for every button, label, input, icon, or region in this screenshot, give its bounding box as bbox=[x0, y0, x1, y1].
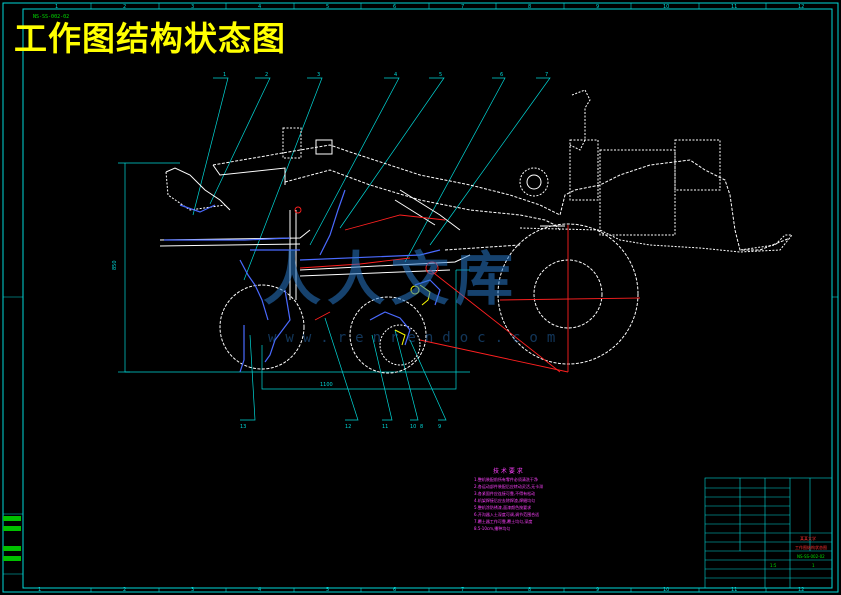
accent-yellow bbox=[394, 284, 431, 346]
zone-bottom-6: 6 bbox=[393, 587, 396, 593]
title-block-drawing-name: 工作图结构状态图 bbox=[795, 545, 827, 550]
tech-requirement-item: 3.各紧固件应连接可靠,不得有松动 bbox=[474, 491, 536, 496]
sheet-code: NS-SS-002-02 bbox=[33, 14, 70, 20]
zone-top-6: 6 bbox=[393, 4, 396, 10]
page-title: 工作图结构状态图 bbox=[14, 19, 286, 58]
zone-top-9: 9 bbox=[596, 4, 599, 10]
callout-9: 9 bbox=[438, 424, 441, 430]
zone-bottom-5: 5 bbox=[326, 587, 329, 593]
zone-bottom-10: 10 bbox=[663, 587, 669, 593]
zone-top-10: 10 bbox=[663, 4, 669, 10]
zone-top-2: 2 bbox=[123, 4, 126, 10]
dim-height-label: 850 bbox=[112, 260, 118, 270]
zone-top-4: 4 bbox=[258, 4, 261, 10]
watermark-text: 人人文库 bbox=[263, 245, 520, 313]
zone-bottom-3: 3 bbox=[191, 587, 194, 593]
zone-top-11: 11 bbox=[731, 4, 737, 10]
callout-8: 8 bbox=[420, 424, 423, 430]
title-block bbox=[704, 477, 833, 589]
zone-bottom-8: 8 bbox=[528, 587, 531, 593]
zone-labels-bottom: 1 2 3 4 5 6 7 8 9 10 11 12 bbox=[38, 587, 804, 593]
left-tag bbox=[3, 546, 21, 551]
tech-requirement-item: 4.机架焊接后应去除焊渣,焊缝均匀 bbox=[474, 498, 536, 503]
callout-numbers: 1 2 3 4 5 6 7 13 12 11 10 9 8 bbox=[223, 72, 548, 430]
callout-3: 3 bbox=[317, 72, 320, 78]
tech-requirement-item: 6.开沟器入土深度可调,调节范围合适 bbox=[474, 512, 540, 517]
zone-top-7: 7 bbox=[461, 4, 464, 10]
left-tag bbox=[3, 516, 21, 521]
dimension-frames bbox=[118, 162, 470, 390]
callout-7: 7 bbox=[545, 72, 548, 78]
callout-4: 4 bbox=[394, 72, 397, 78]
callout-leaders bbox=[192, 77, 551, 421]
title-block-drawing-no: NS-SS-002-02 bbox=[797, 554, 825, 559]
zone-top-12: 12 bbox=[798, 4, 804, 10]
tech-requirement-item: 2.各运动部件装配后应转动灵活,无卡滞 bbox=[474, 484, 544, 489]
left-tag bbox=[3, 526, 21, 531]
zone-bottom-7: 7 bbox=[461, 587, 464, 593]
tech-requirements-title: 技 术 要 求 bbox=[493, 468, 523, 475]
title-block-scale: 1:5 bbox=[770, 563, 777, 568]
callout-10: 10 bbox=[410, 424, 416, 430]
implement-blue bbox=[164, 189, 441, 373]
highlight-red bbox=[294, 206, 641, 373]
dim-length-label: 1100 bbox=[320, 382, 333, 388]
zone-top-5: 5 bbox=[326, 4, 329, 10]
callout-2: 2 bbox=[265, 72, 268, 78]
title-block-school: 某某大学 bbox=[800, 536, 816, 541]
callout-5: 5 bbox=[439, 72, 442, 78]
callout-12: 12 bbox=[345, 424, 351, 430]
callout-13: 13 bbox=[240, 424, 246, 430]
tech-requirement-item: 5.整机涂防锈漆,面漆颜色按要求 bbox=[474, 505, 532, 510]
callout-1: 1 bbox=[223, 72, 226, 78]
callout-11: 11 bbox=[382, 424, 388, 430]
zone-bottom-9: 9 bbox=[596, 587, 599, 593]
left-tag bbox=[3, 556, 21, 561]
zone-bottom-1: 1 bbox=[38, 587, 41, 593]
tech-requirements-list: 1.整机装配前所有零件必须清洗干净 2.各运动部件装配后应转动灵活,无卡滞 3.… bbox=[474, 476, 574, 532]
tech-requirement-item: 7.覆土器工作可靠,覆土均匀,深度 bbox=[474, 519, 533, 524]
left-margin-tags bbox=[2, 513, 24, 575]
zone-top-3: 3 bbox=[191, 4, 194, 10]
zone-top-1: 1 bbox=[55, 4, 58, 10]
zone-bottom-2: 2 bbox=[123, 587, 126, 593]
zone-top-8: 8 bbox=[528, 4, 531, 10]
callout-6: 6 bbox=[500, 72, 503, 78]
title-block-sheet: 1 bbox=[812, 563, 815, 568]
zone-labels-top: 1 2 3 4 5 6 7 8 9 10 11 12 bbox=[55, 4, 804, 10]
tech-requirement-item: 8.5-10cm,播种均匀 bbox=[474, 526, 511, 531]
zone-bottom-12: 12 bbox=[798, 587, 804, 593]
watermark-url: www.renrendoc.com bbox=[268, 330, 565, 346]
zone-bottom-11: 11 bbox=[731, 587, 737, 593]
tech-requirement-item: 1.整机装配前所有零件必须清洗干净 bbox=[474, 477, 538, 482]
zone-bottom-4: 4 bbox=[258, 587, 261, 593]
zone-ticks bbox=[3, 3, 838, 592]
dimension-texts: 850 1100 bbox=[112, 260, 333, 388]
